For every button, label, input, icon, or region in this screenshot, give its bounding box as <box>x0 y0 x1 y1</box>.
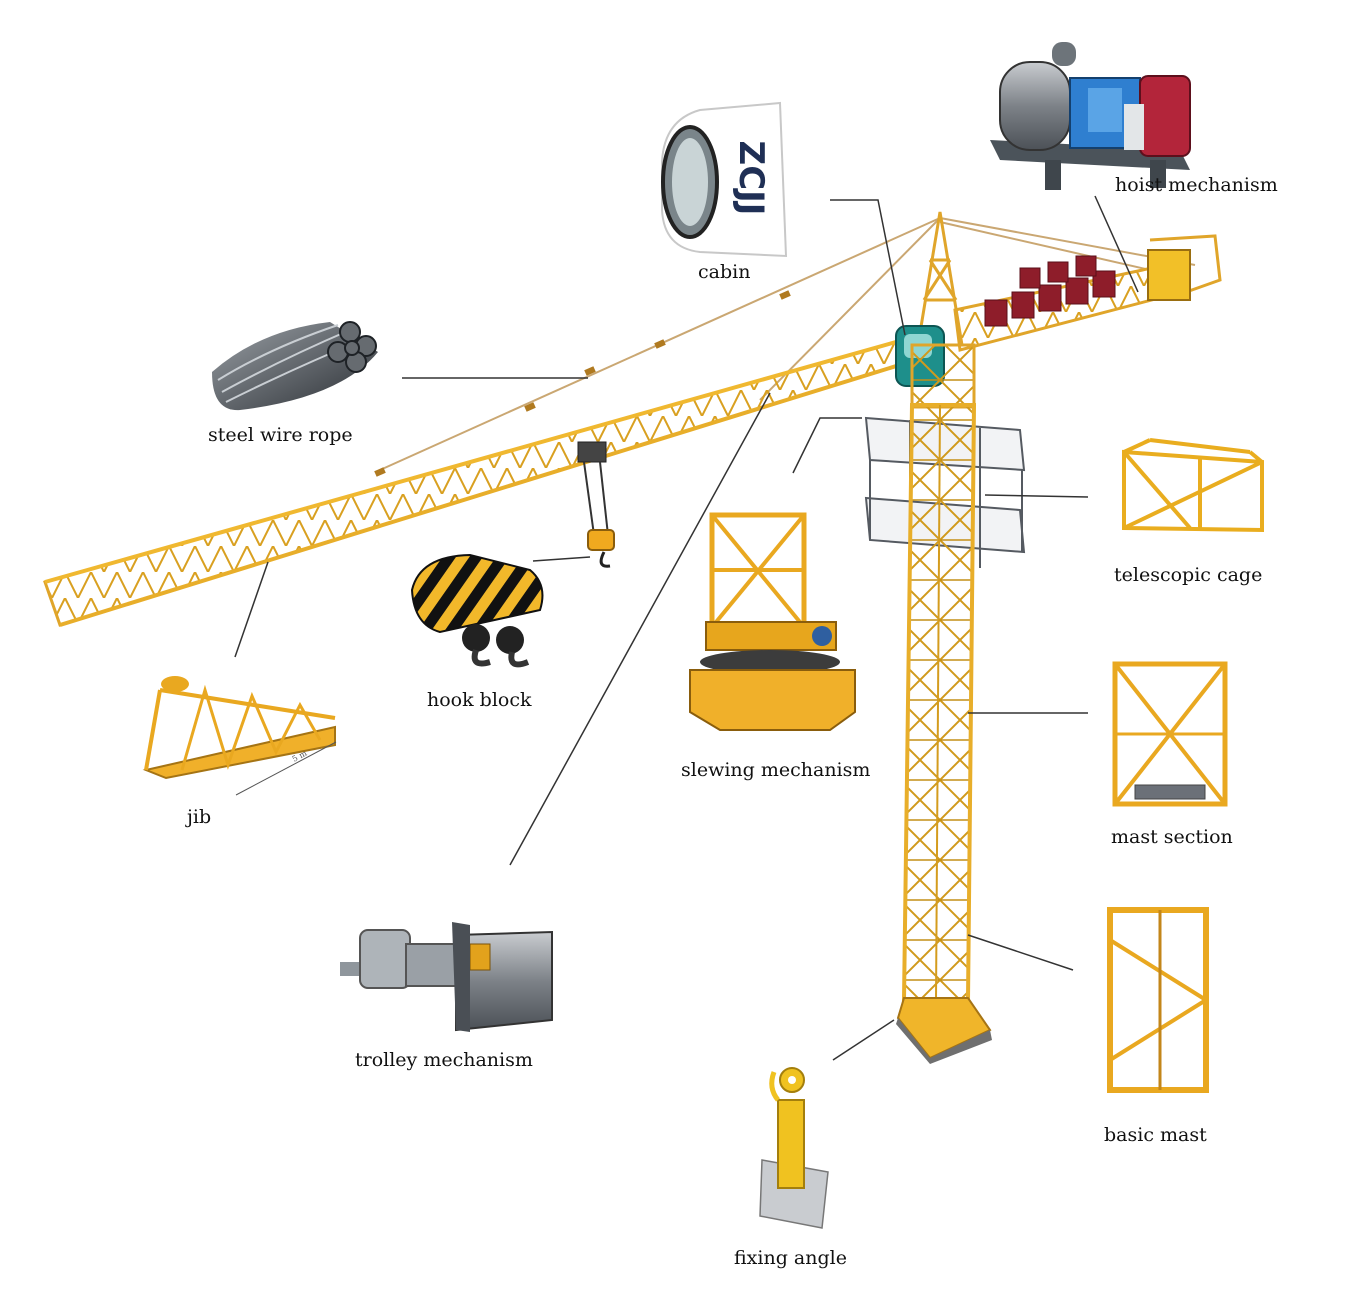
basic-mast-illustration <box>1110 910 1206 1090</box>
tower-mast <box>904 405 974 1000</box>
label-basic-mast: basic mast <box>1104 1124 1207 1146</box>
label-steel-wire-rope: steel wire rope <box>208 424 353 446</box>
slewing-unit <box>912 345 974 407</box>
leader-cabin <box>830 200 905 335</box>
label-hook-block: hook block <box>427 689 532 711</box>
leader-telescopic <box>985 495 1088 497</box>
main-crane <box>45 212 1220 1064</box>
label-cabin: cabin <box>698 261 750 283</box>
counter-jib <box>955 236 1220 350</box>
leader-hook <box>533 557 590 561</box>
trolley-and-hook <box>578 442 614 566</box>
label-hoist-mechanism: hoist mechanism <box>1115 174 1278 196</box>
label-trolley-mechanism: trolley mechanism <box>355 1049 533 1071</box>
hoist-housing <box>1148 250 1190 300</box>
fixing-angle-illustration <box>760 1068 828 1228</box>
telescopic-cage-illustration <box>1124 440 1262 530</box>
label-slewing-mechanism: slewing mechanism <box>681 759 870 781</box>
label-telescopic-cage: telescopic cage <box>1114 564 1262 586</box>
label-mast-section: mast section <box>1111 826 1233 848</box>
jib-section-illustration: 5 m <box>146 676 336 795</box>
leader-fixing <box>833 1020 894 1060</box>
steel-wire-rope-illustration <box>212 322 378 410</box>
suspension-ropes <box>380 218 1195 470</box>
tower-base <box>896 998 992 1064</box>
slewing-mechanism-illustration <box>690 515 855 730</box>
cabin-illustration: ZCJJ <box>662 103 786 256</box>
leader-jib <box>235 562 268 657</box>
leader-slewing <box>793 418 862 473</box>
label-jib: jib <box>185 806 211 828</box>
trolley-mechanism-illustration <box>340 922 552 1032</box>
hook-block-illustration <box>412 555 542 664</box>
leader-basic <box>968 935 1073 970</box>
hoist-illustration <box>990 42 1190 190</box>
label-fixing-angle: fixing angle <box>734 1247 847 1269</box>
mast-section-illustration <box>1115 664 1225 804</box>
cabin-logo: ZCJJ <box>731 141 771 216</box>
